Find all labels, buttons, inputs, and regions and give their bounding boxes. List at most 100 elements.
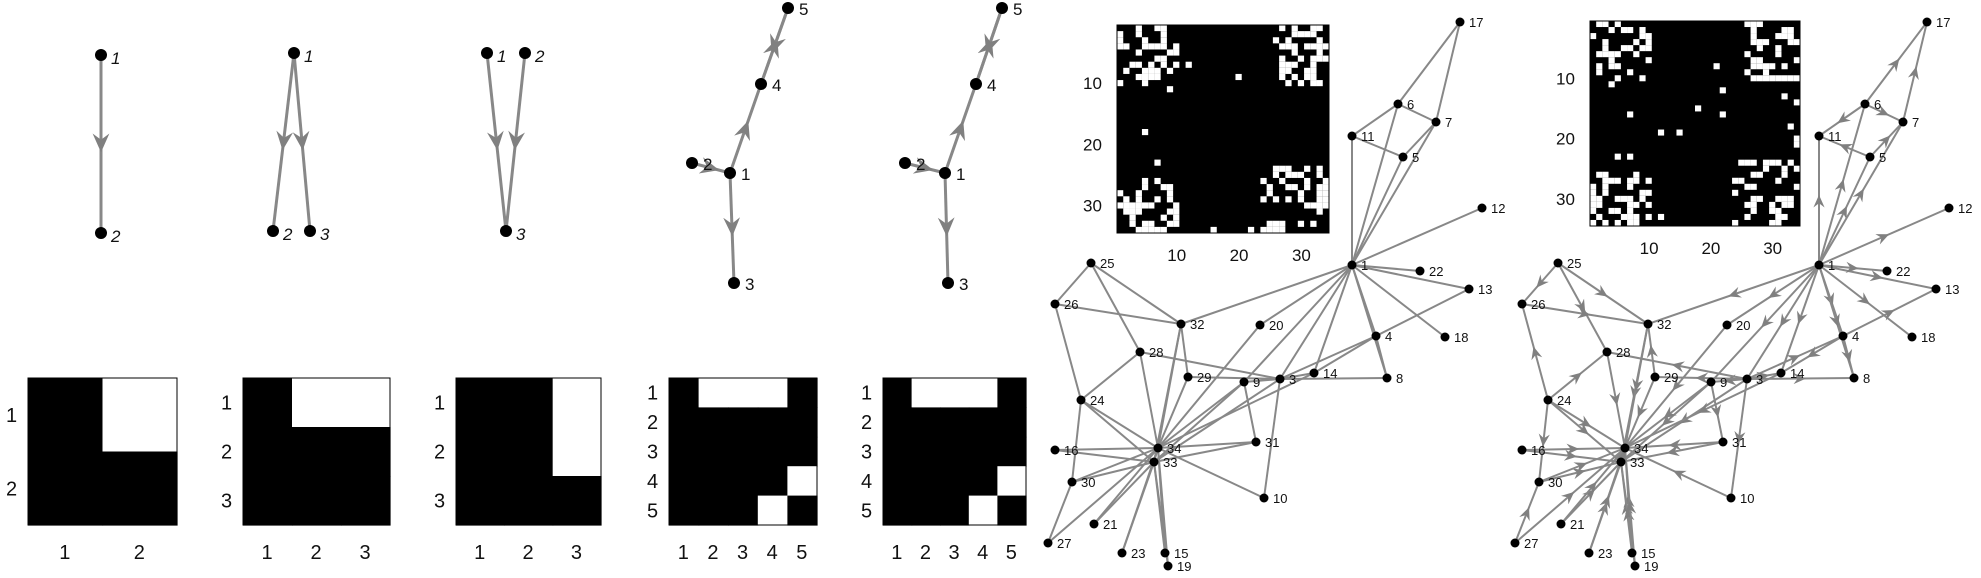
matrix-cell-g5b-5-1: [883, 495, 913, 526]
karate-matrix-cell-undirected-8-27: [1279, 67, 1286, 74]
node-g3b-3: [500, 225, 512, 237]
karate-edge-undirected-6-11: [1351, 103, 1399, 137]
matrix-row-tick-g2-1: 1: [6, 405, 17, 427]
matrix-cell-g3a-2-2: [292, 427, 342, 477]
karate-matrix-cell-directed-3-32: [1781, 33, 1788, 40]
karate-matrix-cell-undirected-33-9: [1166, 220, 1174, 227]
karate-matrix-cell-directed-30-5: [1614, 195, 1621, 202]
karate-edge-undirected-21-34: [1093, 447, 1159, 525]
karate-matrix-cell-directed-4-27: [1750, 39, 1757, 46]
karate-edge-directed-9-34: [1624, 381, 1712, 449]
matrix-cell-g5b-5-3: [940, 495, 970, 526]
karate-node-label-undirected-25: 25: [1100, 256, 1114, 271]
karate-matrix-cell-undirected-10-28: [1285, 80, 1292, 87]
karate-node-label-directed-10: 10: [1740, 491, 1754, 506]
karate-matrix-cell-directed-4-28: [1756, 39, 1763, 46]
node-label-g5b-3: 3: [959, 275, 968, 294]
karate-matrix-cell-directed-27-5: [1614, 177, 1621, 184]
matrix-row-tick-g5b-4: 4: [861, 471, 872, 493]
karate-matrix-cell-undirected-27-8: [1160, 184, 1167, 191]
karate-node-directed-32: [1643, 319, 1653, 329]
karate-matrix-cell-undirected-4-29: [1291, 43, 1298, 50]
edge-g5b-1-4: [943, 83, 978, 174]
karate-edge-directed-26-32: [1521, 303, 1649, 325]
karate-edge-undirected-25-28: [1090, 262, 1141, 353]
karate-node-label-undirected-16: 16: [1064, 443, 1078, 458]
karate-matrix-cell-directed-30-7: [1627, 195, 1634, 202]
karate-matrix-cell-undirected-7-10: [1173, 61, 1180, 68]
karate-matrix-cell-undirected-30-3: [1129, 202, 1136, 209]
karate-matrix-cell-undirected-2-31: [1304, 31, 1311, 38]
karate-edge-directed-31-33: [1620, 441, 1724, 463]
node-label-g3b-1: 1: [497, 47, 506, 66]
karate-node-directed-8: [1849, 373, 1859, 383]
karate-node-undirected-7: [1431, 117, 1441, 127]
karate-matrix-cell-directed-27-4: [1608, 177, 1615, 184]
karate-node-undirected-22: [1415, 266, 1425, 276]
karate-edge-directed-25-26: [1521, 262, 1559, 305]
karate-node-directed-5: [1865, 152, 1875, 162]
karate-node-undirected-10: [1259, 493, 1269, 503]
karate-matrix-cell-directed-8-2: [1596, 63, 1603, 70]
karate-matrix-cell-directed-29-1: [1590, 189, 1597, 196]
karate-matrix-cell-undirected-26-31: [1304, 177, 1311, 185]
karate-node-undirected-33: [1149, 457, 1159, 467]
karate-matrix-cell-directed-16-7: [1627, 111, 1634, 118]
matrix-frame-g3b: [455, 377, 602, 526]
karate-matrix-cell-undirected-30-2: [1123, 202, 1130, 209]
karate-node-undirected-16: [1050, 445, 1060, 455]
node-label-g5a-4: 4: [772, 76, 781, 95]
node-g5a-3: [728, 277, 740, 289]
karate-matrix-cell-directed-30-31: [1775, 195, 1782, 202]
karate-node-label-directed-11: 11: [1828, 129, 1842, 144]
karate-matrix-cell-undirected-10-33: [1316, 80, 1323, 87]
karate-matrix-cell-directed-34-5: [1614, 219, 1621, 226]
karate-matrix-cell-directed-27-24: [1732, 177, 1739, 184]
matrix-cell-g5a-4-3: [728, 466, 759, 497]
matrix-cell-g5b-2-3: [940, 407, 970, 438]
karate-node-directed-28: [1602, 347, 1612, 357]
karate-matrix-cell-directed-30-27: [1750, 195, 1757, 202]
karate-matrix-cell-undirected-11-9: [1166, 86, 1174, 93]
matrix-cell-g5b-4-5: [997, 466, 1027, 497]
karate-matrix-cell-directed-34-30: [1769, 219, 1776, 226]
karate-matrix-cell-directed-7-28: [1756, 57, 1763, 64]
karate-edge-directed-28-34: [1606, 351, 1626, 449]
karate-node-label-directed-15: 15: [1641, 546, 1655, 561]
karate-matrix-frame-undirected: [1116, 24, 1330, 234]
karate-matrix-cell-undirected-7-32: [1310, 61, 1317, 68]
karate-edge-directed-4-8: [1841, 335, 1855, 379]
edge-g5b-1-3: [937, 172, 955, 284]
karate-matrix-cell-undirected-18-5: [1141, 129, 1149, 136]
matrix-cell-g5a-3-4: [757, 436, 788, 467]
karate-matrix-cell-undirected-33-26: [1272, 220, 1280, 227]
karate-node-label-directed-26: 26: [1531, 297, 1545, 312]
matrix-col-tick-g3b-1: 1: [474, 542, 485, 564]
karate-matrix-cell-directed-33-32: [1781, 213, 1788, 220]
karate-node-label-undirected-17: 17: [1469, 15, 1483, 30]
karate-matrix-cell-directed-9-26: [1744, 69, 1751, 76]
karate-matrix-cell-directed-27-8: [1633, 177, 1640, 184]
karate-matrix-cell-undirected-2-30: [1297, 31, 1305, 38]
matrix-row-tick-g5b-2: 2: [861, 412, 872, 434]
karate-edge-directed-1-14: [1780, 264, 1820, 374]
karate-node-label-directed-5: 5: [1879, 150, 1886, 165]
matrix-cell-g3b-2-1: [456, 427, 505, 477]
karate-matrix-row-tick-undirected-30: 30: [1083, 196, 1102, 215]
karate-node-label-directed-1: 1: [1828, 258, 1835, 273]
karate-matrix-cell-directed-34-8: [1633, 219, 1640, 226]
karate-matrix-cell-undirected-1-8: [1160, 25, 1167, 32]
karate-node-label-directed-20: 20: [1736, 318, 1750, 333]
karate-matrix-cell-directed-2-6: [1620, 27, 1628, 34]
karate-edge-undirected-3-4: [1279, 335, 1377, 380]
karate-node-label-directed-6: 6: [1874, 97, 1881, 112]
matrix-cell-g3b-1-2: [504, 378, 554, 428]
karate-matrix-cell-undirected-28-4: [1135, 190, 1142, 197]
karate-matrix-cell-directed-29-3: [1602, 189, 1609, 196]
karate-node-directed-24: [1543, 395, 1553, 405]
karate-edge-undirected-9-34: [1157, 381, 1245, 449]
karate-node-label-undirected-14: 14: [1323, 366, 1337, 381]
karate-matrix-cell-directed-4-10: [1645, 39, 1652, 46]
matrix-cell-g5b-2-1: [883, 407, 913, 438]
karate-matrix-cell-undirected-1-33: [1316, 25, 1323, 32]
